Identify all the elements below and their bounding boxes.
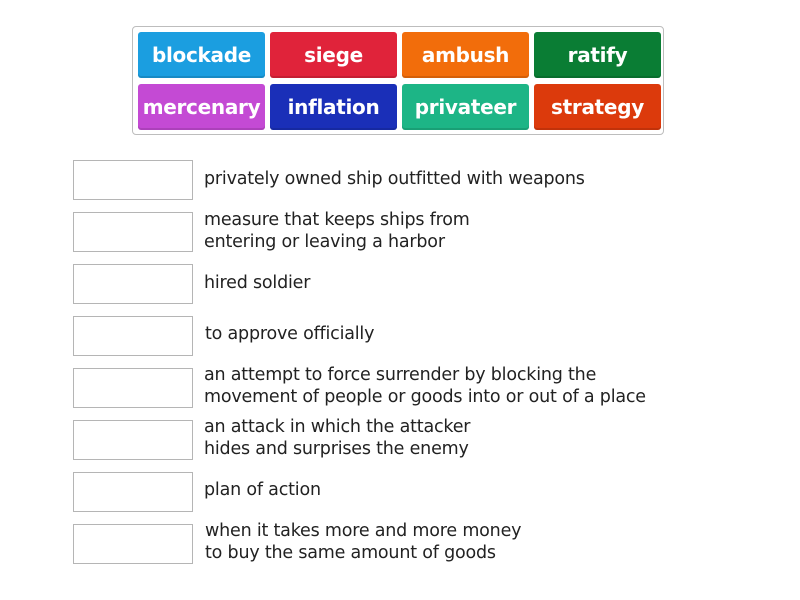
definition-text: plan of action: [204, 480, 321, 500]
definition-text: when it takes more and more money to buy…: [205, 521, 522, 563]
tile-siege[interactable]: siege: [270, 32, 397, 78]
definition-row: when it takes more and more money to buy…: [73, 521, 713, 564]
definition-row: plan of action: [73, 472, 713, 512]
answer-drop-box[interactable]: [73, 160, 193, 200]
definition-text: privately owned ship outfitted with weap…: [204, 169, 585, 189]
tile-ambush[interactable]: ambush: [402, 32, 529, 78]
answer-drop-box[interactable]: [73, 420, 193, 460]
definition-row: an attack in which the attacker hides an…: [73, 417, 713, 460]
definition-text: measure that keeps ships from entering o…: [204, 210, 470, 252]
definition-row: to approve officially: [73, 316, 713, 356]
definition-text: to approve officially: [205, 324, 375, 344]
definition-text: an attempt to force surrender by blockin…: [204, 365, 646, 407]
answer-drop-box[interactable]: [73, 368, 193, 408]
tile-mercenary[interactable]: mercenary: [138, 84, 265, 130]
definition-text: hired soldier: [204, 273, 311, 293]
answer-drop-box[interactable]: [73, 472, 193, 512]
answer-drop-box[interactable]: [73, 264, 193, 304]
tile-inflation[interactable]: inflation: [270, 84, 397, 130]
definition-text: an attack in which the attacker hides an…: [204, 417, 471, 459]
answer-drop-box[interactable]: [73, 316, 193, 356]
tile-blockade[interactable]: blockade: [138, 32, 265, 78]
word-bank: blockade siege ambush ratify mercenary i…: [132, 26, 664, 135]
definition-row: hired soldier: [73, 264, 713, 304]
answer-drop-box[interactable]: [73, 212, 193, 252]
tile-ratify[interactable]: ratify: [534, 32, 661, 78]
definition-row: privately owned ship outfitted with weap…: [73, 160, 713, 200]
tile-strategy[interactable]: strategy: [534, 84, 661, 130]
answer-drop-box[interactable]: [73, 524, 193, 564]
tile-privateer[interactable]: privateer: [402, 84, 529, 130]
definition-row: measure that keeps ships from entering o…: [73, 210, 713, 252]
definition-row: an attempt to force surrender by blockin…: [73, 365, 713, 408]
